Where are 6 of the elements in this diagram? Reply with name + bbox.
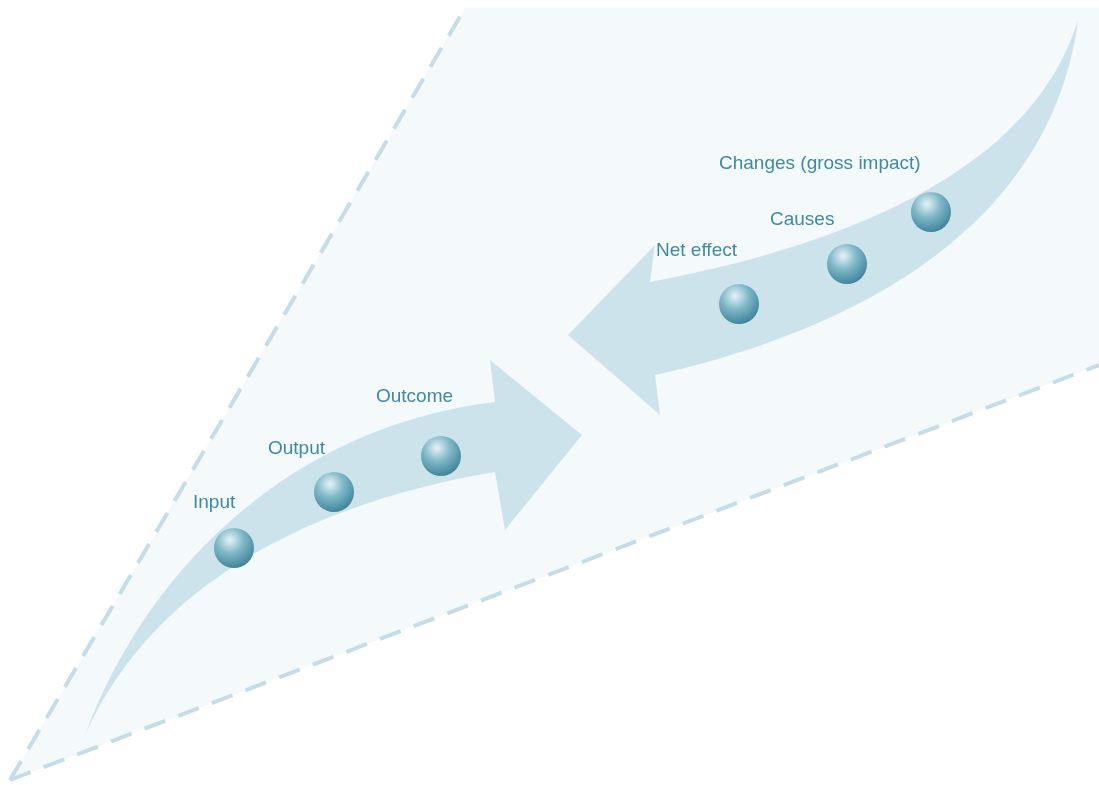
stage-label: Causes (770, 208, 835, 230)
stage-label: Input (193, 491, 236, 513)
stage-label: Outcome (376, 385, 454, 407)
stage-label: Output (268, 437, 326, 459)
stage-label: Changes (gross impact) (719, 152, 921, 174)
stage-label: Net effect (656, 239, 737, 261)
